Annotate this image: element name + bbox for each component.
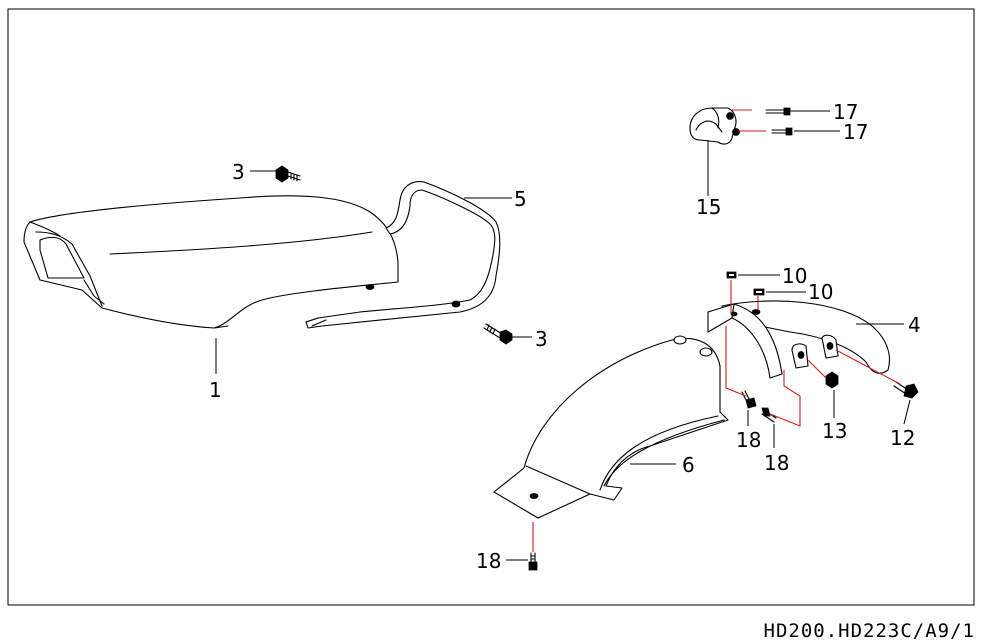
- callout-washer-b: 10: [808, 280, 833, 304]
- screw-b: [771, 127, 793, 136]
- bolt-b: [761, 407, 777, 423]
- callout-bolt-mid: 3: [535, 327, 548, 351]
- bracket: [689, 107, 740, 145]
- callout-mudguard: 6: [682, 453, 695, 477]
- washer-a: [726, 271, 737, 279]
- bolt-a: [741, 390, 757, 409]
- callout-rear-fender: 4: [908, 313, 921, 337]
- mudguard: [493, 335, 729, 519]
- callout-grab-rail: 5: [514, 187, 527, 211]
- grab-rail: [305, 181, 501, 329]
- callout-nut: 13: [822, 419, 847, 443]
- nut: [825, 371, 839, 389]
- bolt-c: [528, 552, 538, 571]
- callout-seat: 1: [209, 378, 222, 402]
- bolt-right: [893, 381, 919, 399]
- callout-bolt-a: 18: [736, 428, 761, 452]
- leader-lines: [215, 110, 911, 561]
- callout-screw-a: 17: [833, 100, 858, 124]
- callout-washer-a: 10: [782, 264, 807, 288]
- callout-bolt-b: 18: [764, 451, 789, 475]
- seat: [23, 195, 399, 329]
- callout-screw-b: 17: [843, 120, 868, 144]
- bolt-mid: [483, 323, 513, 345]
- diagram-frame: [7, 8, 975, 606]
- callout-bolt-c: 18: [476, 549, 501, 573]
- diagram-code: HD200.HD223C/A9/1: [764, 620, 975, 642]
- callout-bolt-right: 12: [890, 426, 915, 450]
- rear-fender: [707, 300, 890, 379]
- bolt-top: [275, 165, 301, 183]
- connector-lines: [532, 109, 901, 552]
- washer-b: [753, 288, 765, 296]
- callout-bolt-top: 3: [232, 160, 245, 184]
- callout-numbers: 3 5 1 3 15 17 17 10 10 4 13 12 18 18 6 1…: [209, 100, 921, 573]
- callout-bracket: 15: [696, 195, 721, 219]
- screw-a: [765, 107, 791, 116]
